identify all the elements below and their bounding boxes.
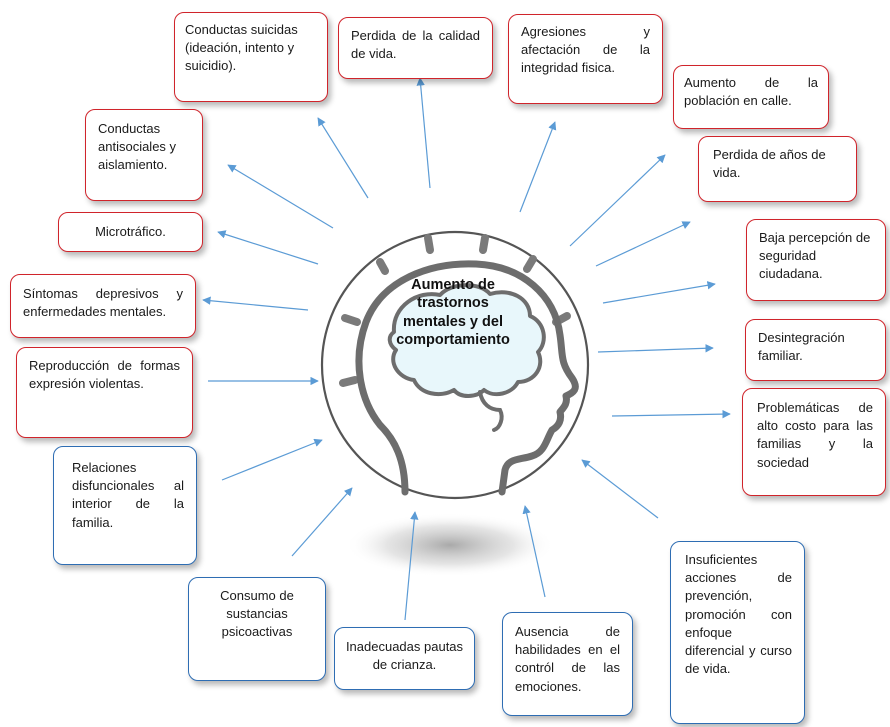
- effect-micro: Microtráfico.: [58, 212, 203, 252]
- cause-skills: Ausencia de habilidades en el contról de…: [502, 612, 633, 716]
- arrow-to-antisocial: [227, 164, 334, 229]
- cause-substances: Consumo de sustancias psicoactivas: [188, 577, 326, 681]
- arrow-to-costly: [611, 409, 731, 419]
- effect-costly: Problemáticas de alto costo para las fam…: [742, 388, 886, 496]
- effect-depressive: Síntomas depresivos y enfermedades menta…: [10, 274, 196, 338]
- arrow-to-street: [569, 154, 666, 247]
- effect-suicidal: Conductas suicidas (ideación, intento y …: [174, 12, 328, 102]
- arrow-to-micro: [217, 230, 319, 265]
- effect-years: Perdida de años de vida.: [698, 136, 857, 202]
- cause-parenting: Inadecuadas pautas de crianza.: [334, 627, 475, 690]
- cause-relations: Relaciones disfuncionales al interior de…: [53, 446, 197, 565]
- effect-quality: Perdida de la calidad de vida.: [338, 17, 493, 79]
- effect-aggression: Agresiones y afectación de la integridad…: [508, 14, 663, 104]
- cause-actions: Insuficientes acciones de prevención, pr…: [670, 541, 805, 724]
- effect-family-dis: Desintegración familiar.: [745, 319, 886, 381]
- head-ticks: [339, 234, 571, 387]
- arrow-to-family-dis: [597, 344, 714, 353]
- effect-security: Baja percepción de seguridad ciudadana.: [746, 219, 886, 301]
- arrow-from-substances: [291, 487, 353, 557]
- effect-violent: Reproducción de formas expresión violent…: [16, 347, 193, 438]
- arrow-from-parenting: [404, 511, 419, 621]
- brain-icon: [387, 283, 546, 398]
- arrow-to-depressive: [202, 296, 309, 311]
- arrow-from-relations: [221, 438, 323, 481]
- arrow-to-suicidal: [317, 117, 369, 199]
- arrow-to-years: [595, 221, 691, 267]
- center-title: Aumento de trastornos mentales y del com…: [396, 277, 510, 349]
- arrow-to-aggression: [519, 121, 557, 213]
- effect-street: Aumento de la población en calle.: [673, 65, 829, 129]
- arrow-to-security: [602, 281, 716, 304]
- head-silhouette-icon: [355, 260, 579, 496]
- arrow-from-actions: [581, 459, 659, 519]
- effect-antisocial: Conductas antisociales y aislamiento.: [85, 109, 203, 201]
- arrow-to-quality: [416, 77, 431, 189]
- brain-stem: [478, 390, 504, 432]
- circle-shadow: [345, 513, 555, 577]
- arrow-from-skills: [522, 505, 546, 598]
